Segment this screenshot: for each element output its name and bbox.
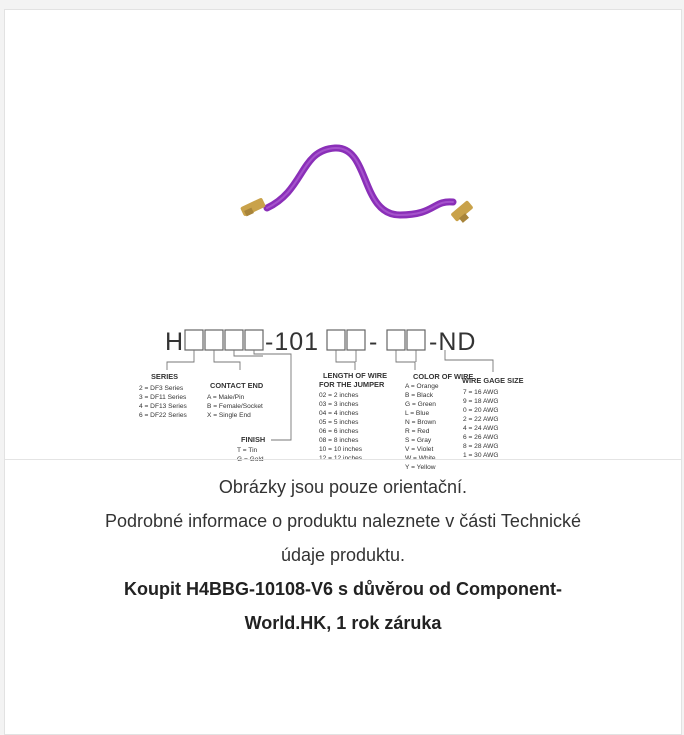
- svg-text:10 = 10 inches: 10 = 10 inches: [319, 446, 363, 453]
- svg-text:1 = 30 AWG: 1 = 30 AWG: [463, 452, 499, 459]
- svg-text:2 = DF3 Series: 2 = DF3 Series: [139, 385, 184, 392]
- svg-text:V = Violet: V = Violet: [405, 446, 433, 453]
- divider: [5, 459, 681, 460]
- caption-disclaimer: Obrázky jsou pouze orientační.: [218, 477, 468, 497]
- svg-text:T = Tin: T = Tin: [237, 447, 258, 454]
- code-suffix: -ND: [429, 328, 476, 356]
- svg-text:4 = DF13 Series: 4 = DF13 Series: [139, 403, 188, 410]
- callout-lines: [166, 350, 494, 441]
- svg-text:B = Female/Socket: B = Female/Socket: [207, 403, 263, 410]
- svg-text:0 = 20 AWG: 0 = 20 AWG: [463, 407, 499, 414]
- left-connector: [240, 198, 266, 217]
- svg-text:4 = 24 AWG: 4 = 24 AWG: [463, 425, 499, 432]
- svg-text:FOR THE JUMPER: FOR THE JUMPER: [319, 380, 385, 389]
- svg-text:03 = 3 inches: 03 = 3 inches: [319, 401, 359, 408]
- svg-text:A = Male/Pin: A = Male/Pin: [207, 394, 245, 401]
- part-number-code: H -101 - -ND: [165, 328, 476, 356]
- code-dash: -: [369, 328, 378, 356]
- right-connector: [451, 200, 473, 223]
- product-image: H -101 - -ND: [5, 10, 681, 708]
- svg-text:08 = 8 inches: 08 = 8 inches: [319, 437, 359, 444]
- svg-text:B = Black: B = Black: [405, 392, 434, 399]
- svg-text:S = Gray: S = Gray: [405, 437, 432, 444]
- color-heading: COLOR OF WIRE: [413, 372, 473, 381]
- svg-text:9 = 18 AWG: 9 = 18 AWG: [463, 398, 499, 405]
- series-heading: SERIES: [151, 372, 178, 381]
- product-image-card: H -101 - -ND: [4, 9, 682, 735]
- caption-buy-line2: World.HK, 1 rok záruka: [244, 613, 442, 633]
- caption-buy-line1: Koupit H4BBG-10108-V6 s důvěrou od Compo…: [123, 579, 563, 599]
- wire-jumper-illustration: [240, 144, 473, 223]
- legend-contact-end: CONTACT END A = Male/Pin B = Female/Sock…: [207, 381, 264, 419]
- contact-end-heading: CONTACT END: [210, 381, 264, 390]
- svg-text:3 = DF11 Series: 3 = DF11 Series: [139, 394, 187, 401]
- svg-text:L = Blue: L = Blue: [405, 410, 429, 417]
- caption-details-line2: údaje produktu.: [280, 545, 406, 565]
- svg-text:G = Green: G = Green: [405, 401, 436, 408]
- svg-text:12 = 12 inches: 12 = 12 inches: [319, 455, 363, 462]
- svg-text:2 = 22 AWG: 2 = 22 AWG: [463, 416, 499, 423]
- svg-text:N = Brown: N = Brown: [405, 419, 436, 426]
- svg-text:LENGTH OF WIRE: LENGTH OF WIRE: [323, 371, 387, 380]
- code-prefix: H: [165, 328, 184, 356]
- product-diagram: H -101 - -ND: [139, 144, 524, 471]
- svg-text:R = Red: R = Red: [405, 428, 430, 435]
- svg-text:6 = DF22 Series: 6 = DF22 Series: [139, 412, 188, 419]
- legend-color: COLOR OF WIRE A = Orange B = Black G = G…: [405, 372, 473, 471]
- svg-text:02 = 2 inches: 02 = 2 inches: [319, 392, 359, 399]
- caption-details-line1: Podrobné informace o produktu naleznete …: [105, 511, 581, 531]
- code-middle: -101: [265, 328, 319, 356]
- image-caption: Obrázky jsou pouze orientační. Podrobné …: [5, 470, 681, 640]
- legend-series: SERIES 2 = DF3 Series 3 = DF11 Series 4 …: [139, 372, 188, 419]
- svg-text:05 = 5 inches: 05 = 5 inches: [319, 419, 359, 426]
- svg-text:X = Single End: X = Single End: [207, 412, 251, 419]
- svg-text:06 = 6 inches: 06 = 6 inches: [319, 428, 359, 435]
- svg-text:04 = 4 inches: 04 = 4 inches: [319, 410, 359, 417]
- svg-text:7 = 16 AWG: 7 = 16 AWG: [463, 389, 499, 396]
- finish-heading: FINISH: [241, 435, 265, 444]
- svg-text:A = Orange: A = Orange: [405, 383, 439, 390]
- legend-gage: WIRE GAGE SIZE 7 = 16 AWG 9 = 18 AWG 0 =…: [462, 376, 524, 459]
- svg-text:6 = 26 AWG: 6 = 26 AWG: [463, 434, 499, 441]
- svg-text:Y = Yellow: Y = Yellow: [405, 464, 436, 471]
- legend-length: LENGTH OF WIRE FOR THE JUMPER 02 = 2 inc…: [319, 371, 387, 462]
- svg-text:8 = 28 AWG: 8 = 28 AWG: [463, 443, 499, 450]
- svg-text:W = White: W = White: [405, 455, 436, 462]
- gage-heading: WIRE GAGE SIZE: [462, 376, 524, 385]
